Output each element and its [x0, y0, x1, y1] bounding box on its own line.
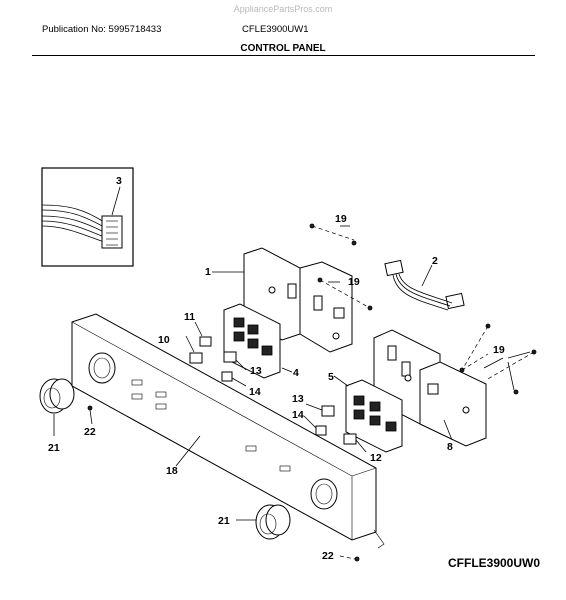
section-title: CONTROL PANEL [240, 43, 326, 54]
callout-19-top: 19 [335, 213, 347, 225]
callout-1: 1 [205, 266, 211, 278]
callout-19-mid: 19 [348, 276, 360, 288]
harness-connector [101, 215, 123, 249]
button-12 [343, 433, 357, 445]
callout-12: 12 [370, 452, 382, 464]
callout-4: 4 [293, 367, 299, 379]
keypad-board-5 [333, 375, 403, 453]
callout-18: 18 [166, 465, 178, 477]
button-13b [321, 405, 335, 417]
button-10 [189, 352, 203, 364]
button-11 [199, 336, 212, 347]
keypad-board-4 [223, 303, 293, 379]
callout-21-bottom: 21 [218, 515, 230, 527]
callout-19-right: 19 [493, 344, 505, 356]
callout-8: 8 [447, 441, 453, 453]
callout-14-left: 14 [249, 386, 261, 398]
callout-5: 5 [328, 371, 334, 383]
screws [87, 223, 537, 562]
callout-22-left: 22 [84, 426, 96, 438]
inset-wire-harness-3 [41, 167, 134, 267]
button-14b [315, 425, 327, 436]
header-rule [32, 55, 535, 56]
callout-10: 10 [158, 334, 170, 346]
callout-3: 3 [116, 175, 122, 187]
publication-number: Publication No: 5995718433 [42, 24, 162, 35]
callout-22-bottom: 22 [322, 550, 334, 562]
button-13a [223, 351, 237, 363]
callout-labels: 3 2 1 19 19 19 11 10 13 14 4 5 13 14 12 … [48, 175, 505, 562]
callout-11: 11 [184, 311, 195, 323]
wire-harness-2 [384, 259, 465, 311]
watermark: AppliancePartsPros.com [233, 4, 333, 14]
callout-21-left: 21 [48, 442, 60, 454]
knobs-21 [39, 378, 291, 540]
callout-2: 2 [432, 255, 438, 267]
figure-code: CFFLE3900UW0 [448, 556, 541, 570]
button-14a [221, 371, 233, 382]
callout-13-right: 13 [292, 393, 304, 405]
buttons [185, 321, 367, 453]
callout-14-right: 14 [292, 409, 304, 421]
callout-13-left: 13 [250, 365, 262, 377]
model-number: CFLE3900UW1 [242, 24, 309, 35]
